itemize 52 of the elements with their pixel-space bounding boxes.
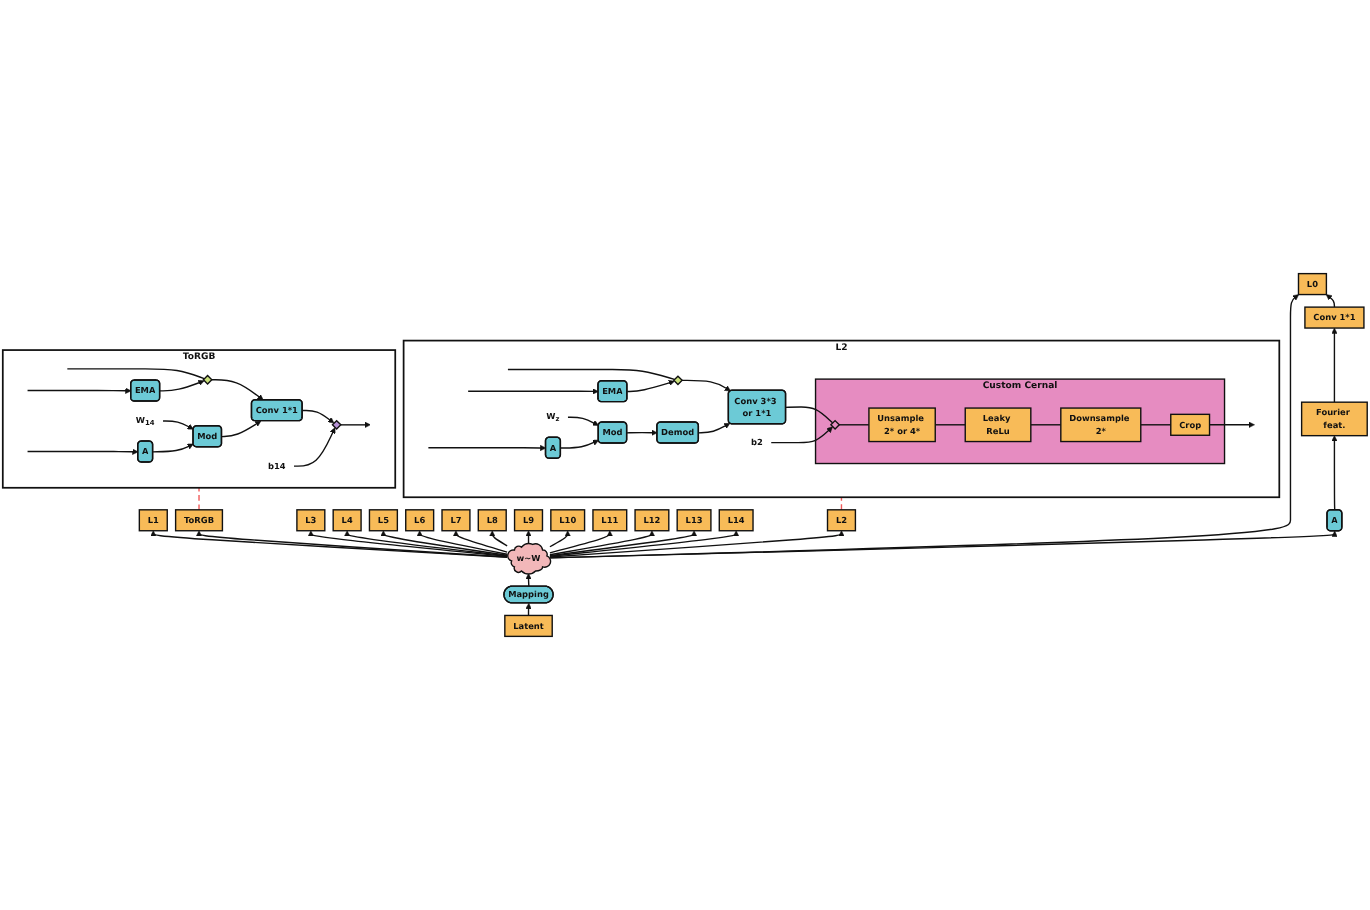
connector xyxy=(934,424,966,426)
connector xyxy=(840,496,843,511)
arrow xyxy=(210,379,264,401)
arrow xyxy=(567,416,599,426)
connector xyxy=(838,424,870,426)
arrow xyxy=(549,530,655,556)
arrow xyxy=(1325,294,1336,308)
arrow xyxy=(159,379,205,392)
arrow xyxy=(549,530,845,558)
connector xyxy=(785,406,834,424)
arrow xyxy=(162,420,194,430)
connector xyxy=(198,487,200,511)
arrow xyxy=(549,530,571,548)
arrow xyxy=(416,530,508,555)
arrow xyxy=(452,530,508,553)
arrow xyxy=(525,602,532,617)
arrow xyxy=(626,380,675,393)
node-diamond xyxy=(672,375,684,386)
arrow xyxy=(380,530,508,556)
arrow xyxy=(560,439,599,449)
connector xyxy=(507,368,676,381)
arrow xyxy=(467,388,599,395)
arrow xyxy=(525,573,532,588)
arrow xyxy=(307,530,508,558)
arrow xyxy=(344,530,508,557)
arrow xyxy=(26,448,139,455)
node-diamond xyxy=(202,374,213,385)
node-diamond xyxy=(331,419,342,431)
arrow xyxy=(293,427,336,467)
node-diamond xyxy=(829,419,841,430)
arrow xyxy=(549,530,613,554)
arrow xyxy=(1208,421,1255,428)
arrow xyxy=(549,530,698,557)
arrow xyxy=(221,420,262,438)
arrow xyxy=(1331,327,1338,403)
arrow xyxy=(549,530,740,557)
arrow xyxy=(301,409,335,424)
arrow xyxy=(525,530,532,544)
connector xyxy=(1030,424,1062,426)
arrow xyxy=(26,387,132,394)
arrow xyxy=(1331,435,1338,511)
arrow xyxy=(626,429,658,436)
arrow xyxy=(339,421,371,428)
arrow xyxy=(681,379,731,392)
arrow xyxy=(152,443,194,453)
arrow xyxy=(489,530,508,547)
arrow xyxy=(427,444,547,452)
arrow xyxy=(698,423,731,434)
arrow xyxy=(549,530,1338,559)
arrow xyxy=(770,426,833,444)
connector xyxy=(1140,424,1172,426)
connector xyxy=(66,368,205,380)
